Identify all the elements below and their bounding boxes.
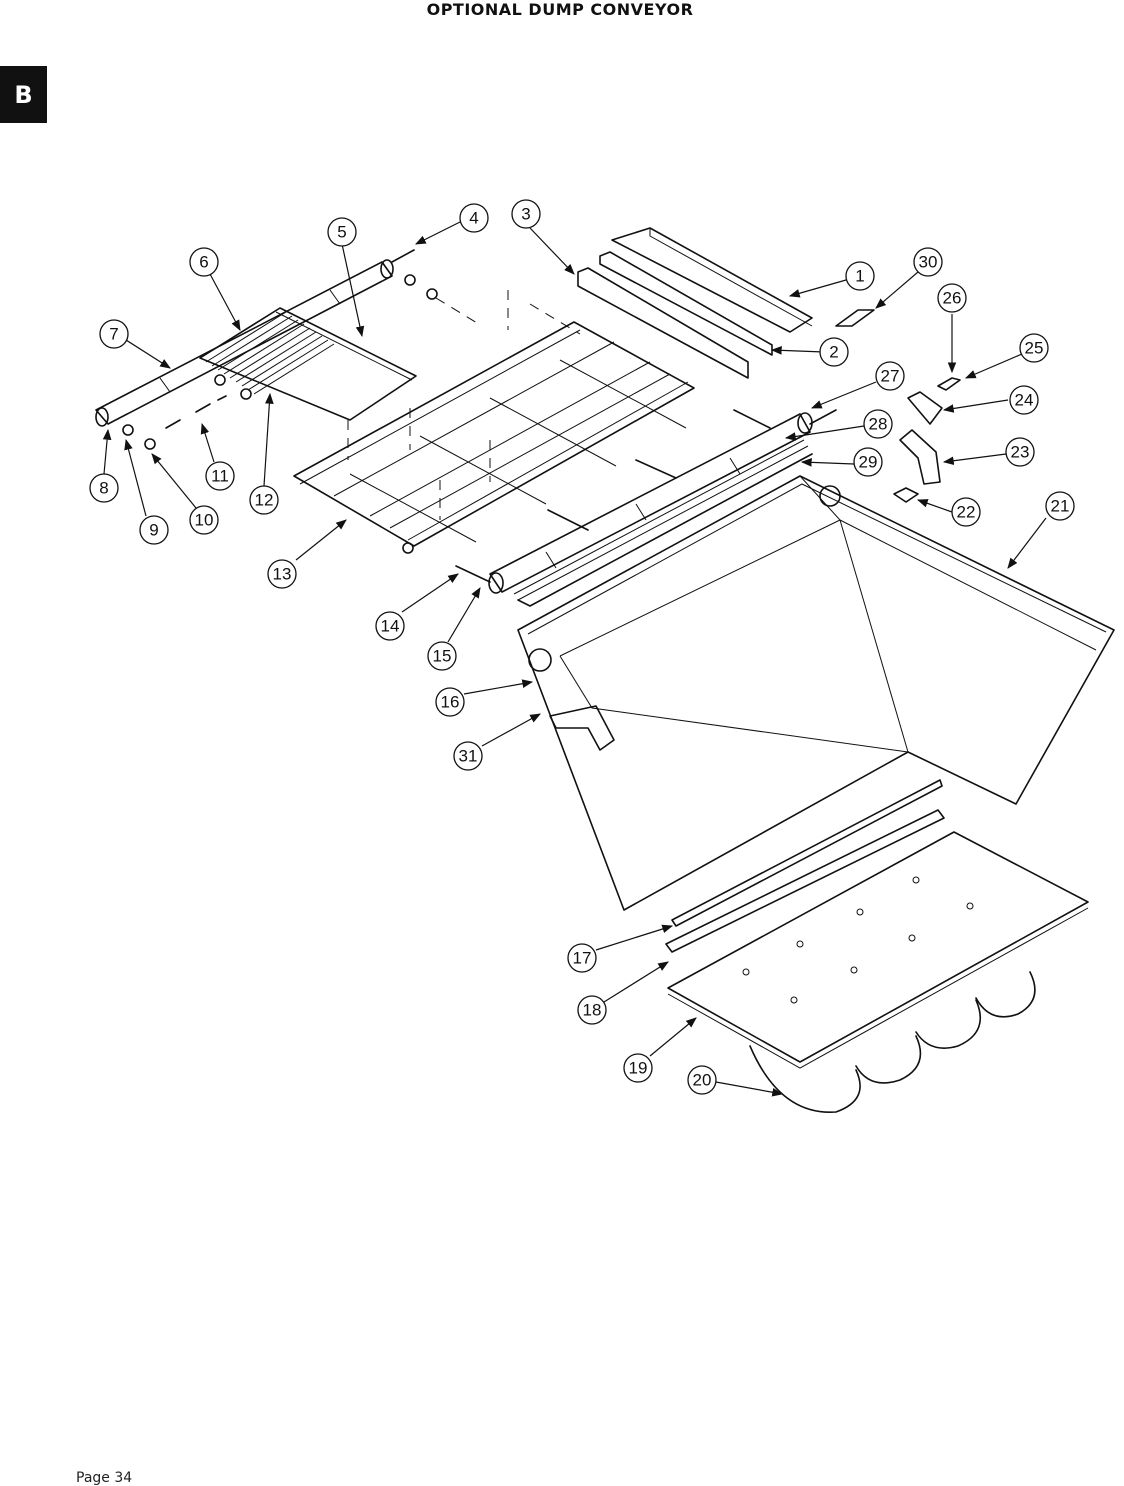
svg-text:24: 24 — [1015, 391, 1034, 410]
svg-text:18: 18 — [583, 1001, 602, 1020]
part-22-plate — [893, 487, 919, 503]
callout-22: 22 — [951, 497, 981, 527]
section-tab: B — [0, 66, 47, 123]
svg-text:13: 13 — [273, 565, 292, 584]
callout-1: 1 — [845, 261, 875, 291]
page-title: OPTIONAL DUMP CONVEYOR — [426, 0, 694, 19]
callout-29: 29 — [853, 447, 883, 477]
callout-3: 3 — [511, 199, 541, 229]
svg-text:15: 15 — [433, 647, 452, 666]
callout-30: 30 — [913, 247, 943, 277]
svg-text:31: 31 — [459, 747, 478, 766]
idler-roller-assembly — [95, 249, 438, 450]
svg-text:3: 3 — [521, 205, 530, 224]
callout-18: 18 — [577, 995, 607, 1025]
part-3-strip — [577, 267, 749, 379]
svg-text:21: 21 — [1051, 497, 1070, 516]
callout-20: 20 — [687, 1065, 717, 1095]
svg-text:9: 9 — [149, 521, 158, 540]
callout-17: 17 — [567, 943, 597, 973]
svg-text:22: 22 — [957, 503, 976, 522]
part-30-plate — [835, 309, 875, 327]
callout-8: 8 — [89, 473, 119, 503]
callout-10: 10 — [189, 505, 219, 535]
callout-2: 2 — [819, 337, 849, 367]
callout-31: 31 — [453, 741, 483, 771]
callout-14: 14 — [375, 611, 405, 641]
svg-text:30: 30 — [919, 253, 938, 272]
callout-27: 27 — [875, 361, 905, 391]
drive-roller-assembly — [455, 409, 837, 607]
callout-23: 23 — [1005, 437, 1035, 467]
callout-16: 16 — [435, 687, 465, 717]
svg-text:11: 11 — [211, 467, 229, 486]
part-16-end-plate — [528, 648, 552, 672]
part-1-strip — [611, 227, 813, 333]
callout-6: 6 — [189, 247, 219, 277]
svg-text:10: 10 — [195, 511, 214, 530]
svg-text:28: 28 — [869, 415, 888, 434]
svg-text:5: 5 — [337, 223, 346, 242]
callout-5: 5 — [327, 217, 357, 247]
part-13-frame — [293, 290, 695, 554]
callout-28: 28 — [863, 409, 893, 439]
callout-19: 19 — [623, 1053, 653, 1083]
svg-text:23: 23 — [1011, 443, 1030, 462]
svg-text:27: 27 — [881, 367, 900, 386]
svg-text:29: 29 — [859, 453, 878, 472]
svg-text:4: 4 — [469, 209, 478, 228]
svg-text:6: 6 — [199, 253, 208, 272]
callout-25: 25 — [1019, 333, 1049, 363]
callout-21: 21 — [1045, 491, 1075, 521]
leader-lines — [102, 221, 1047, 1097]
part-26-plate — [937, 377, 961, 391]
svg-text:8: 8 — [99, 479, 108, 498]
svg-text:14: 14 — [381, 617, 400, 636]
part-20-trough — [749, 971, 1036, 1113]
callout-15: 15 — [427, 641, 457, 671]
svg-text:2: 2 — [829, 343, 838, 362]
svg-text:26: 26 — [943, 289, 962, 308]
svg-text:19: 19 — [629, 1059, 648, 1078]
callout-24: 24 — [1009, 385, 1039, 415]
callout-26: 26 — [937, 283, 967, 313]
svg-text:20: 20 — [693, 1071, 712, 1090]
svg-text:16: 16 — [441, 693, 460, 712]
svg-text:25: 25 — [1025, 339, 1044, 358]
part-23-bracket — [899, 429, 941, 485]
callout-12: 12 — [249, 485, 279, 515]
svg-text:17: 17 — [573, 949, 592, 968]
callout-13: 13 — [267, 559, 297, 589]
svg-text:7: 7 — [109, 325, 118, 344]
callout-4: 4 — [459, 203, 489, 233]
part-18-strip — [665, 809, 945, 953]
svg-text:12: 12 — [255, 491, 274, 510]
part-31-bracket — [549, 705, 615, 751]
part-21-hopper — [517, 475, 1115, 911]
callout-9: 9 — [139, 515, 169, 545]
part-24-plate — [907, 391, 943, 425]
part-2-strip — [599, 251, 773, 356]
page-number: Page 34 — [76, 1470, 133, 1486]
svg-text:1: 1 — [855, 267, 864, 286]
callout-7: 7 — [99, 319, 129, 349]
part-17-strip — [671, 779, 943, 927]
part-19-tray — [667, 831, 1089, 1069]
callout-11: 11 — [205, 461, 235, 491]
